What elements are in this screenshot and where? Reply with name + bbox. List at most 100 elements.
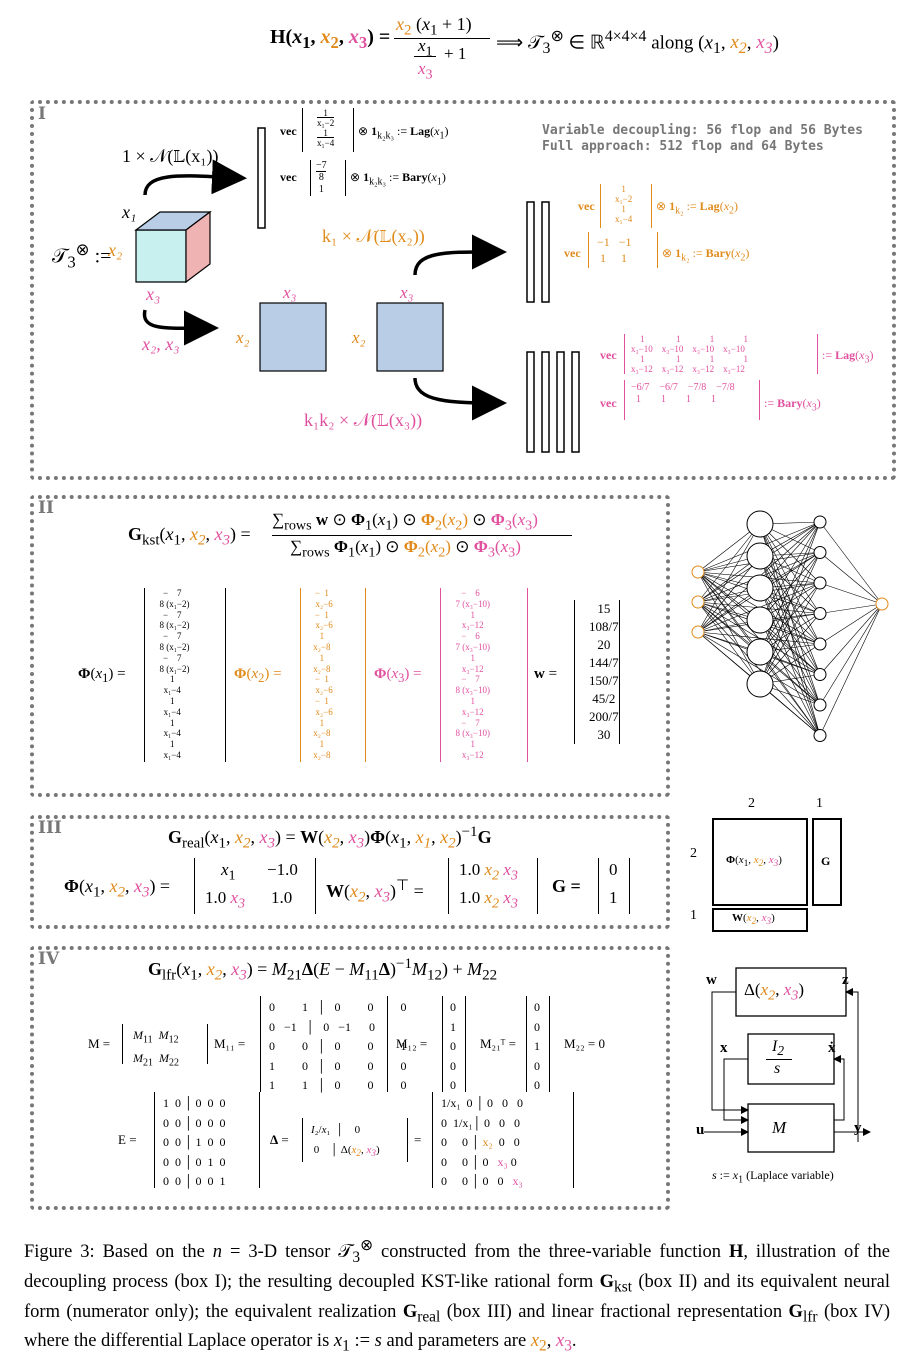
vector-bar-x3-a xyxy=(526,351,535,453)
tensor-cube xyxy=(134,210,212,284)
lfr-y: y xyxy=(854,1120,862,1136)
delta-block xyxy=(735,967,847,1017)
nn-product-node xyxy=(813,637,827,651)
realization-col-1: 1 xyxy=(816,796,823,811)
header-numerator: x2 (x1 + 1) xyxy=(396,14,472,39)
vector-bar-x3-b xyxy=(541,351,550,453)
tensor-def-label: 𝒯3⊗ := xyxy=(52,240,112,272)
phi3-matrix: − 6 7 (x₃−10) 1 x₃−12− 6 7 (x₃−10) 1 x₃−… xyxy=(440,588,528,762)
box-1 xyxy=(30,100,896,480)
vector-bar-x1 xyxy=(257,127,266,229)
bary3-text: := Bary(x3) xyxy=(764,396,821,414)
gkst-denominator: ∑rows Φ1(x1) ⊙ Φ2(x2) ⊙ Φ3(x3) xyxy=(290,537,521,561)
header-rhs: ⟹ 𝒯3⊗ ∈ ℝ4×4×4 along (x1, x2, x3) xyxy=(496,28,779,58)
square2-top: x₃ xyxy=(400,283,414,302)
lfr-s: s xyxy=(774,1060,781,1077)
vec-bary1: vec xyxy=(280,170,297,184)
header-den-bottom: x3 xyxy=(418,59,433,83)
vector-bar-x3-d xyxy=(571,351,580,453)
step3-label: k₁k₂ × 𝒩(𝕃(x₃)) xyxy=(304,410,423,430)
neural-network xyxy=(691,510,889,742)
fraction-bar-inner xyxy=(414,56,436,57)
lfr-u: u xyxy=(696,1122,705,1138)
greal-W-label: W(x2, x3)⊤ = xyxy=(326,878,424,906)
lag3-text: := Lag(x3) xyxy=(822,348,874,366)
phi3-label: Φ(x3) = xyxy=(374,666,422,685)
lfr-w: w xyxy=(706,972,717,988)
vector-bar-x2-b xyxy=(541,201,550,303)
wire-x xyxy=(723,1058,749,1124)
lfr-delta: Δ(x2, x3) xyxy=(744,980,805,1004)
phi2-label: Φ(x2) = xyxy=(234,666,282,685)
wire-w xyxy=(711,991,749,1114)
fraction-bar xyxy=(394,38,490,39)
box-1-drawing xyxy=(134,127,580,453)
w-value: 144/7 xyxy=(589,655,619,670)
nn-product-node xyxy=(813,607,827,620)
w-value: 150/7 xyxy=(589,673,619,688)
laplace-note: s := x1 (Laplace variable) xyxy=(712,1168,834,1186)
phi-cell: −1.0 xyxy=(267,860,298,879)
w-value: 200/7 xyxy=(589,709,619,724)
nn-product-node xyxy=(813,546,827,559)
greal-phi-matrix: x1 −1.0 1.0 x3 1.0 xyxy=(194,858,316,914)
M-block xyxy=(747,1103,835,1153)
M-label: M = xyxy=(88,1036,111,1051)
phi-cell: x1 xyxy=(221,860,236,884)
wire-xdot xyxy=(833,1055,845,1121)
step1-label: 1 × 𝒩(𝕃(x₁)) xyxy=(122,146,219,166)
bary1-matrix: −7 8 1 xyxy=(310,160,346,196)
glfr-eq: Glfr(x1, x2, x3) = M21Δ(E − M11Δ)−1M12) … xyxy=(148,956,498,984)
phi-cell: 1.0 xyxy=(271,888,293,907)
greal-G-matrix: 0 1 xyxy=(598,858,630,914)
nn-hidden-node xyxy=(746,542,774,570)
realization-row-2: 2 xyxy=(690,846,697,861)
square2-left: x₂ xyxy=(352,328,366,347)
W-cell: 1.0 x2 x3 xyxy=(459,888,518,912)
nn-output-node xyxy=(875,597,889,611)
square1-left: x₂ xyxy=(236,328,250,347)
split-label: x₂, x₃ xyxy=(142,334,180,354)
nn-input-node xyxy=(691,565,705,579)
gkst-lhs: Gkst(x1, x2, x3) = xyxy=(128,524,251,549)
vec-bary2: vec xyxy=(564,246,581,260)
vec-bary3: vec xyxy=(600,396,617,410)
realization-W-block: W(x2, x3) xyxy=(712,908,808,932)
G-cell: 0 xyxy=(609,860,618,879)
Delta-matrix: I₂/x₁ │ 0 0 │ Δ(x2, x3) xyxy=(302,1118,408,1162)
vector-bar-x3-c xyxy=(556,351,565,453)
w-value: 15 xyxy=(597,601,611,616)
E-label: E = xyxy=(118,1132,137,1147)
slice-square-1 xyxy=(259,302,327,372)
cube-x2: x₂ xyxy=(108,240,123,260)
box-1-label: I xyxy=(38,104,46,124)
realization-phi-block: Φ(x1, x2, x3) xyxy=(712,818,808,906)
bary2-matrix: −1 −1 1 1 xyxy=(588,232,658,268)
box-4 xyxy=(30,946,670,1210)
lfr-I2: I2 xyxy=(772,1038,784,1059)
bary3-matrix: −6/7 −6/7 −7/8 −7/8 1 1 1 1 xyxy=(624,380,760,420)
nn-product-node xyxy=(813,576,827,590)
lfr-z: z xyxy=(842,972,849,988)
box-2 xyxy=(30,495,670,797)
lag1-text: ⊗ 1k₂k₃ := Lag(x1) xyxy=(358,124,449,142)
box-4-label: IV xyxy=(38,949,60,969)
nn-product-node xyxy=(813,668,827,681)
w-label: w = xyxy=(534,666,558,682)
cost-line-2: Full approach: 512 flop and 64 Bytes xyxy=(542,139,824,154)
vec-lag2: vec xyxy=(578,199,595,213)
box-3 xyxy=(30,815,670,929)
wire-z xyxy=(845,988,859,1142)
nn-input-node xyxy=(691,625,705,639)
arrow-step3 xyxy=(413,377,507,421)
nn-hidden-node xyxy=(746,574,774,602)
M21-label: M₂₁ᵀ = xyxy=(480,1036,516,1051)
lfr-diagram xyxy=(704,967,871,1153)
nn-product-node xyxy=(813,515,827,529)
nn-hidden-node xyxy=(746,606,774,634)
cube-x3: x₃ xyxy=(146,284,161,304)
